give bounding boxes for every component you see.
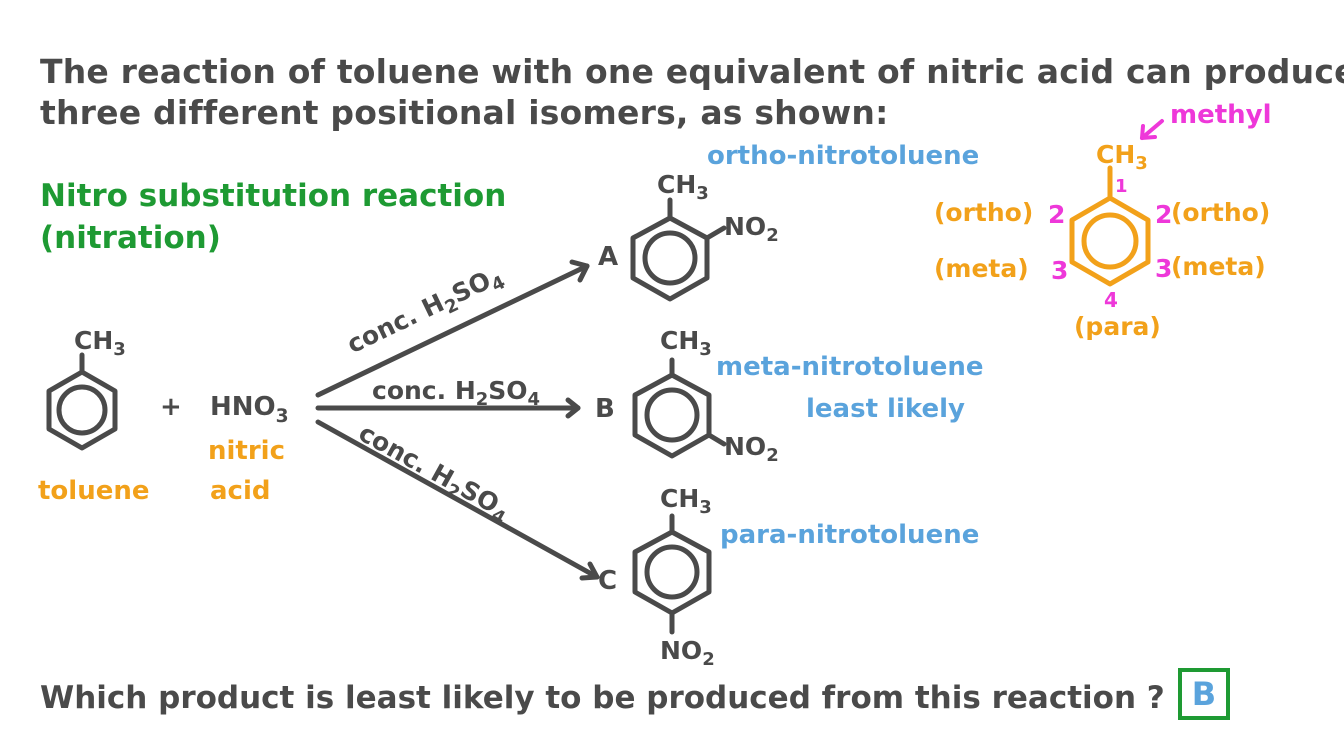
arrow-to-b [315, 397, 581, 419]
arrow-to-c [315, 419, 600, 581]
plus-sign: + [160, 392, 182, 422]
methyl-label: methyl [1170, 100, 1272, 130]
formula-subscript: 2 [766, 225, 779, 247]
product-a-nitro-group: NO2 [724, 212, 779, 246]
toluene-label: toluene [38, 476, 150, 506]
formula-subscript: 3 [699, 497, 712, 519]
product-a-methyl-group: CH3 [657, 170, 709, 204]
product-b-nitro-group: NO2 [724, 432, 779, 466]
product-c-ring [632, 513, 712, 635]
product-b-methyl-group: CH3 [660, 326, 712, 360]
formula-text: CH [1096, 140, 1136, 169]
condition-text: conc. H [372, 376, 476, 405]
reaction-type-line-1: Nitro substitution reaction [40, 178, 507, 214]
position-3-right: 3 [1155, 254, 1173, 283]
meta-left-label: (meta) [934, 254, 1029, 283]
formula-text: CH [660, 484, 700, 513]
intro-line-1: The reaction of toluene with one equival… [40, 52, 1344, 91]
product-b-ring [632, 357, 727, 459]
condition-label-b: conc. H2SO4 [372, 376, 540, 410]
toluene-ring [46, 352, 118, 451]
formula-subscript: 3 [1135, 153, 1148, 175]
product-a-name: ortho-nitrotoluene [707, 141, 980, 171]
nitric-acid-label-line-2: acid [210, 476, 271, 506]
key-methyl-group: CH3 [1096, 140, 1148, 174]
formula-text: NO [724, 212, 767, 241]
nitric-acid-formula: HNO3 [210, 392, 289, 427]
product-a-letter: A [598, 242, 619, 272]
formula-subscript: 3 [699, 339, 712, 361]
formula-text: CH [660, 326, 700, 355]
position-4: 4 [1104, 288, 1118, 312]
methyl-pointer-arrow [1140, 119, 1164, 140]
key-ring [1069, 165, 1151, 287]
question-text: Which product is least likely to be prod… [40, 680, 1165, 716]
position-2-right: 2 [1155, 200, 1173, 229]
product-b-name: meta-nitrotoluene [716, 352, 984, 382]
answer-box: B [1178, 668, 1230, 720]
product-a-ring [630, 197, 727, 302]
meta-right-label: (meta) [1171, 252, 1266, 281]
ortho-left-label: (ortho) [934, 198, 1034, 227]
ortho-right-label: (ortho) [1171, 198, 1271, 227]
arrow-to-a [315, 259, 590, 398]
product-c-letter: C [598, 566, 618, 596]
formula-text: NO [660, 636, 703, 665]
nitric-acid-label-line-1: nitric [208, 436, 285, 466]
formula-subscript: 2 [766, 445, 779, 467]
product-b-note: least likely [806, 394, 965, 424]
product-b-letter: B [595, 394, 615, 424]
formula-subscript: 2 [702, 649, 715, 671]
position-2-left: 2 [1048, 200, 1066, 229]
formula-text: HNO [210, 392, 276, 422]
formula-subscript: 3 [113, 339, 126, 361]
condition-text: SO [488, 376, 528, 405]
formula-text: CH [657, 170, 697, 199]
product-c-methyl-group: CH3 [660, 484, 712, 518]
product-c-nitro-group: NO2 [660, 636, 715, 670]
product-c-name: para-nitrotoluene [720, 520, 980, 550]
position-1: 1 [1115, 176, 1128, 197]
formula-subscript: 3 [275, 405, 289, 427]
answer-text: B [1191, 675, 1217, 713]
para-label: (para) [1074, 312, 1161, 341]
formula-subscript: 3 [696, 183, 709, 205]
formula-text: CH [74, 326, 114, 355]
condition-subscript: 2 [475, 389, 489, 411]
condition-subscript: 4 [527, 389, 541, 411]
reaction-type-line-2: (nitration) [40, 220, 221, 256]
position-3-left: 3 [1051, 256, 1069, 285]
intro-line-2: three different positional isomers, as s… [40, 93, 889, 132]
formula-text: NO [724, 432, 767, 461]
toluene-methyl-group: CH3 [74, 326, 126, 360]
